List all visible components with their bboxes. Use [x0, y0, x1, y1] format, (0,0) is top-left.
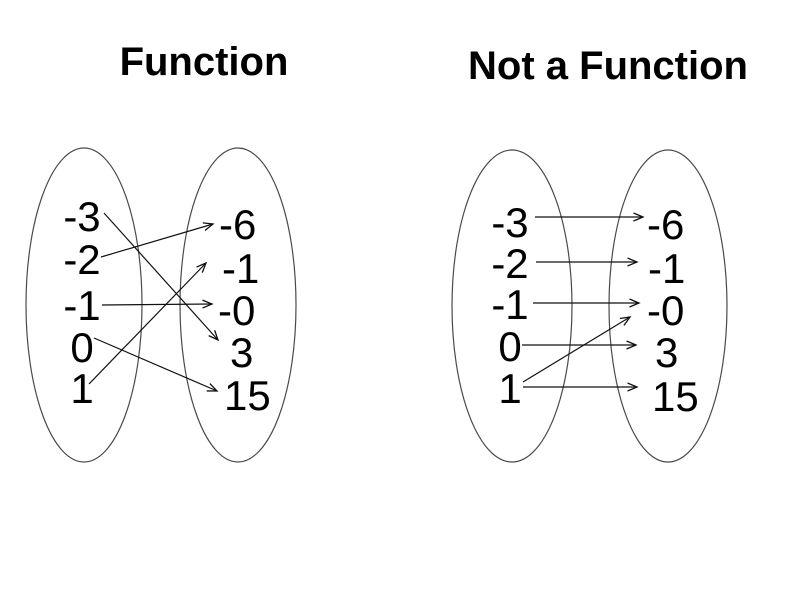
mapping-arrow-1-to--0: [522, 317, 630, 383]
domain-value: 0: [70, 324, 93, 371]
mapping-arrow-1-to--1: [88, 263, 206, 385]
codomain-value: 15: [224, 372, 271, 419]
domain-value: -3: [63, 193, 100, 240]
mapping-arrow--1-to--0: [101, 304, 212, 305]
codomain-value: -6: [219, 201, 256, 248]
codomain-value: 3: [230, 329, 253, 376]
codomain-value: -6: [647, 201, 684, 248]
mapping-arrow-0-to-15: [93, 337, 217, 391]
codomain-value: -1: [648, 245, 685, 292]
domain-value: 1: [70, 365, 93, 412]
domain-value: -1: [63, 282, 100, 329]
domain-value: -2: [491, 240, 528, 287]
not-a-function-title: Not a Function: [468, 44, 748, 88]
codomain-value: -1: [222, 245, 259, 292]
mapping-arrow--3-to-3: [103, 212, 218, 340]
codomain-oval: [179, 147, 297, 463]
codomain-oval: [608, 149, 728, 463]
mapping-arrow--2-to--6: [100, 224, 213, 258]
codomain-value: -0: [647, 287, 684, 334]
codomain-value: -0: [218, 287, 255, 334]
domain-value: -2: [63, 236, 100, 283]
domain-oval: [451, 149, 573, 463]
domain-value: 0: [498, 323, 521, 370]
codomain-value: 3: [655, 329, 678, 376]
function-title: Function: [120, 40, 289, 84]
domain-value: -3: [491, 199, 528, 246]
domain-value: 1: [498, 365, 521, 412]
domain-value: -1: [491, 281, 528, 328]
codomain-value: 15: [652, 373, 699, 420]
